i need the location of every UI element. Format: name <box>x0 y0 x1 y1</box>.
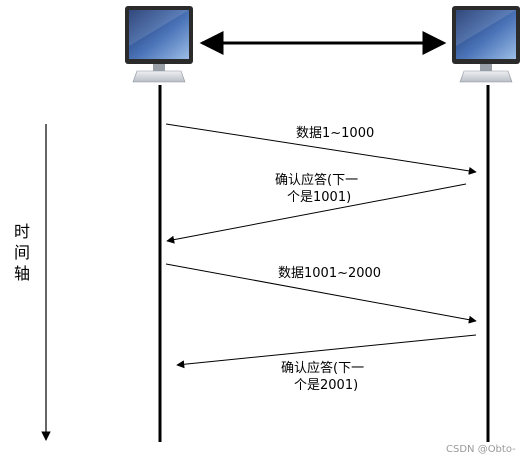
message-label-ack-2-line-1: 确认应答(下一 <box>281 360 364 376</box>
message-label-data-2: 数据1001~2000 <box>278 266 381 281</box>
message-label-ack-2-line-2: 个是2001) <box>294 378 358 393</box>
watermark: CSDN @Obto- <box>446 444 516 455</box>
message-arrow-data-1 <box>165 123 477 175</box>
message-arrow-ack-1 <box>166 183 467 244</box>
right-computer-icon <box>452 6 520 83</box>
message-arrow-data-2 <box>165 263 477 324</box>
message-label-ack-1-line-1: 确认应答(下一 <box>275 172 358 188</box>
left-computer-icon <box>125 6 193 83</box>
time-axis-char-1: 时 <box>14 222 30 241</box>
message-label-ack-1-line-2: 个是1001) <box>287 190 351 205</box>
message-arrow-ack-2 <box>176 334 477 369</box>
time-axis-char-2: 间 <box>14 243 30 262</box>
time-axis-char-3: 轴 <box>14 264 30 283</box>
message-label-data-1: 数据1~1000 <box>296 126 374 141</box>
